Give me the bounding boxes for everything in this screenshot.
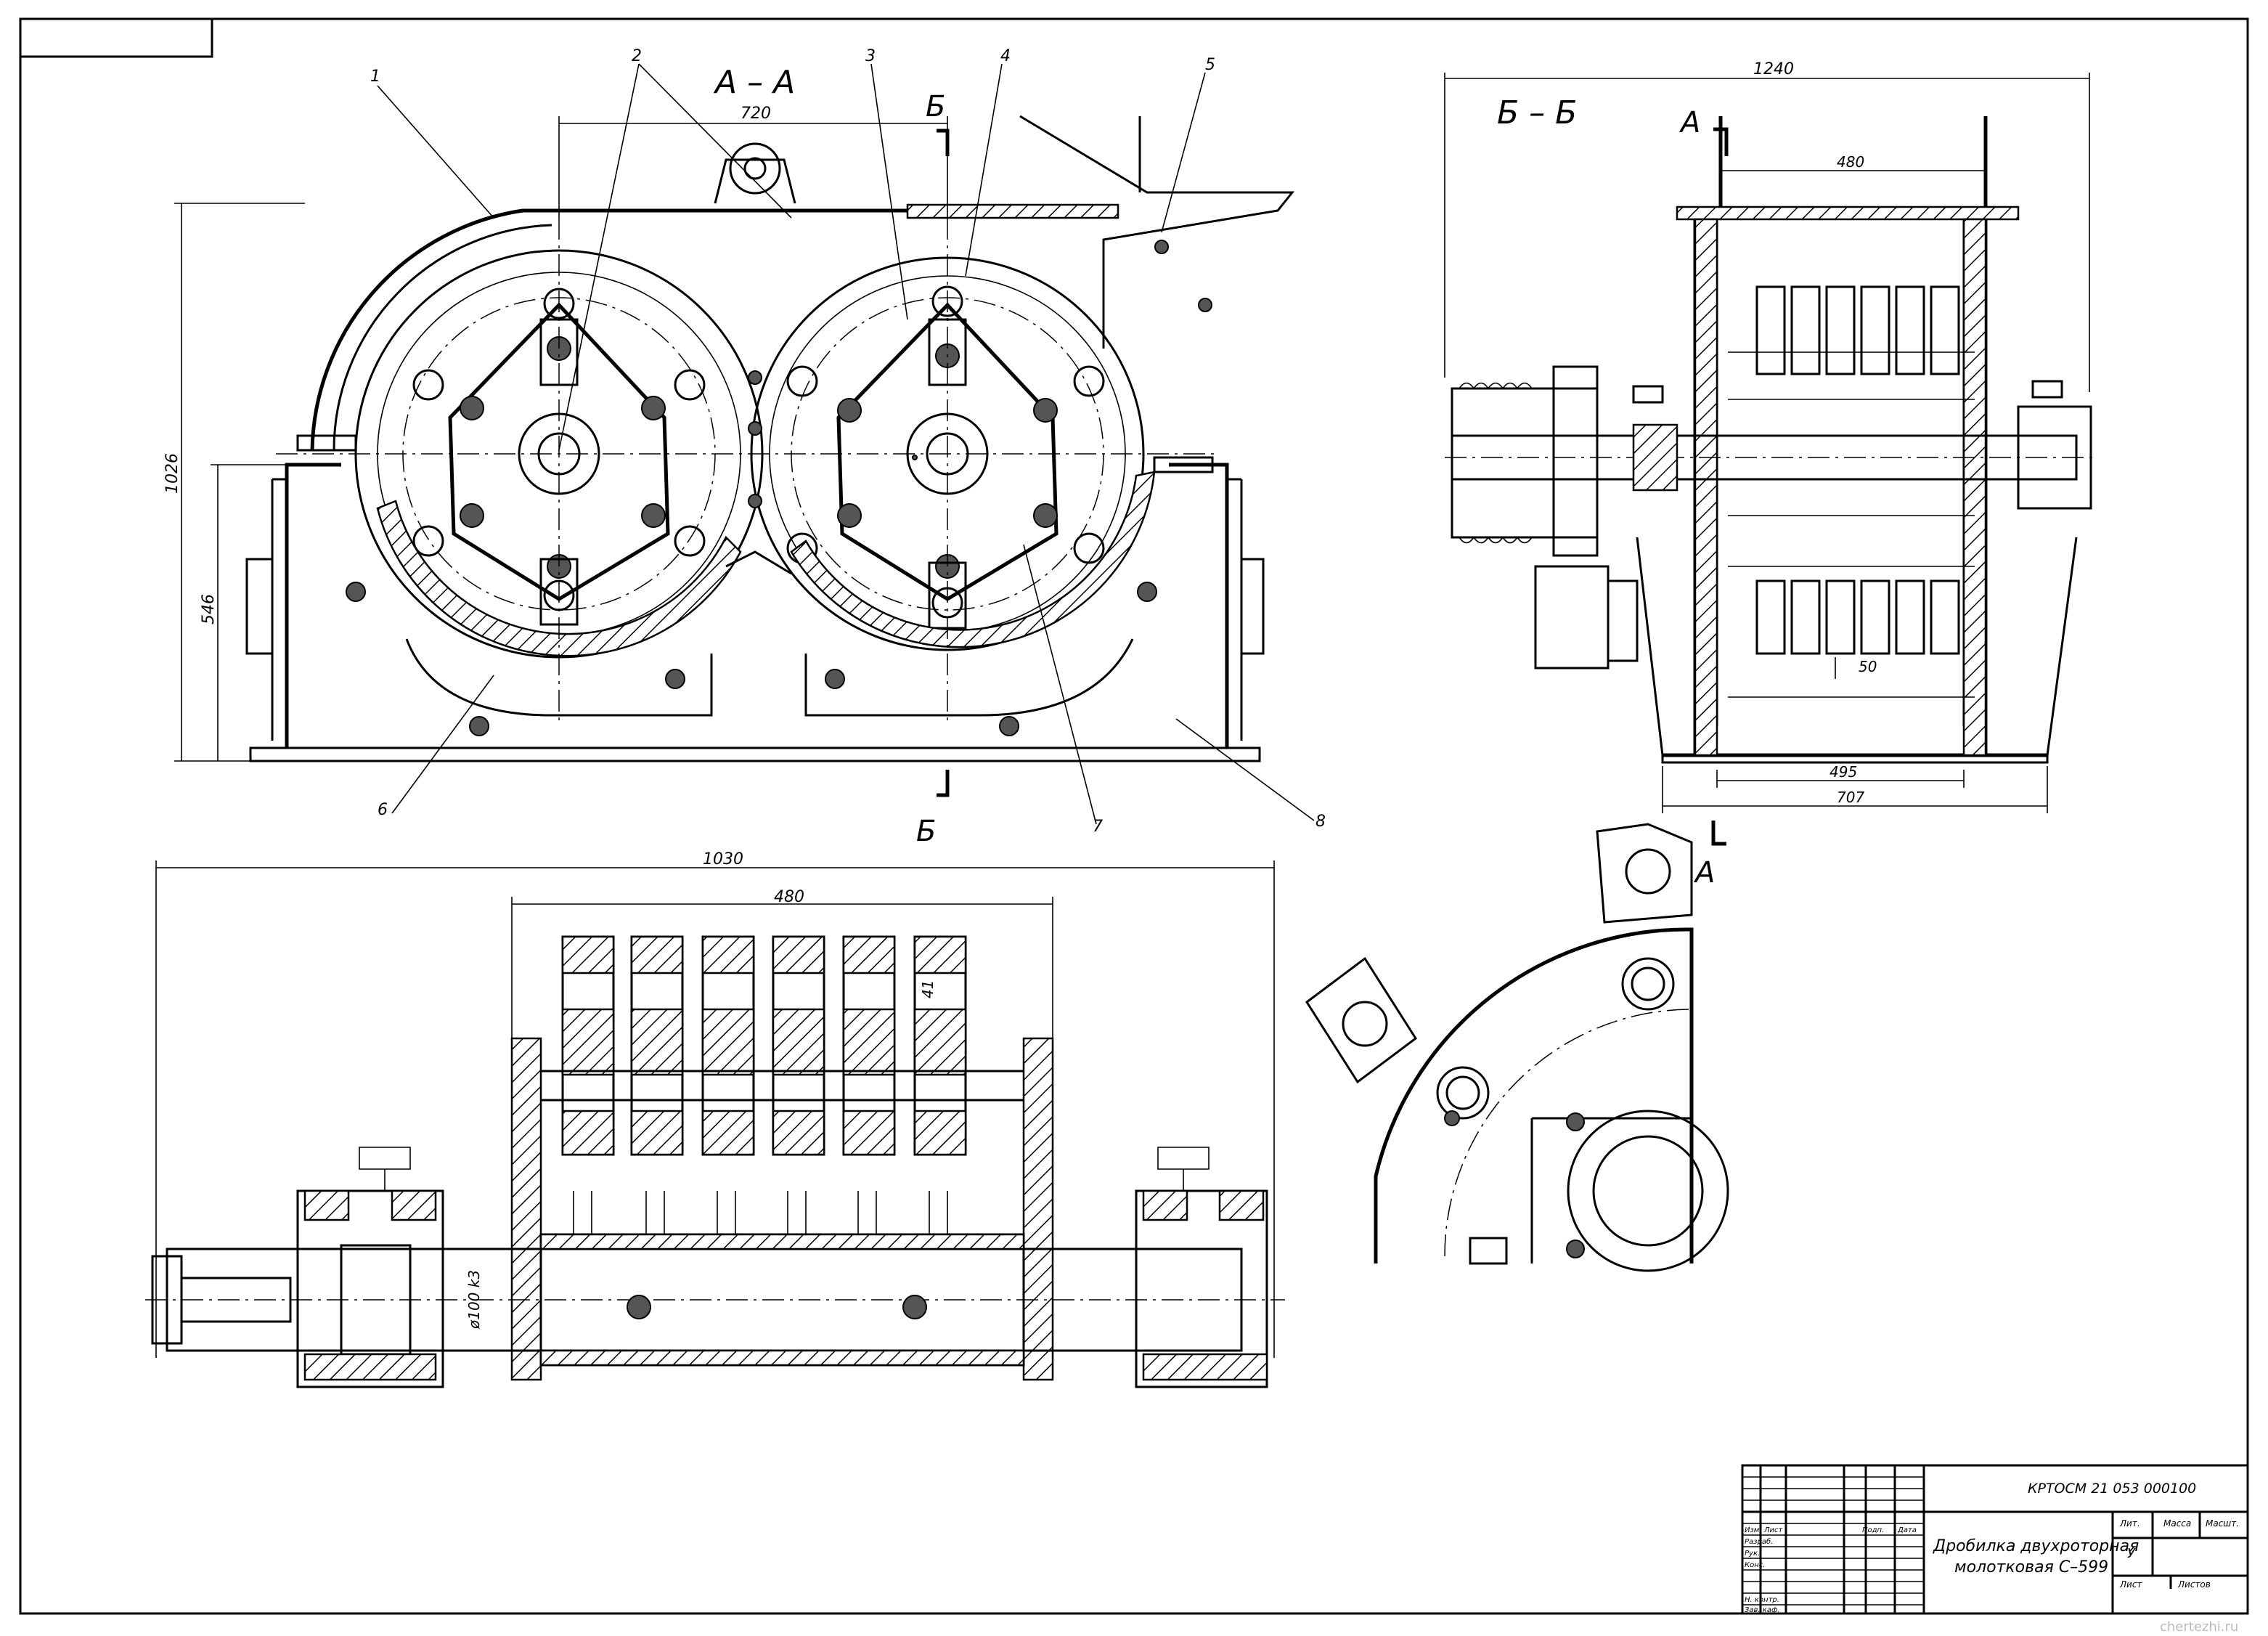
view-rotor-plan: 1030 480 (145, 850, 1285, 1388)
dim-480-top: 480 (1837, 153, 1864, 171)
lifting-eye (729, 142, 781, 195)
svg-text:Масса: Масса (2163, 1518, 2191, 1529)
svg-text:Дата: Дата (1897, 1526, 1917, 1534)
svg-text:Лист: Лист (1763, 1526, 1784, 1534)
svg-text:4: 4 (1000, 47, 1011, 65)
grate-left (376, 500, 742, 657)
handle-left (245, 558, 272, 655)
title-block: КРТОСМ 21 053 000100 Дробилка двухроторн… (1741, 1464, 2249, 1615)
view-section-bb: Б – Б 1240 А 480 (1444, 60, 2098, 813)
sheet-frame (19, 17, 2249, 1615)
svg-text:Изм.: Изм. (1745, 1526, 1762, 1534)
mark-a-bottom: А (1693, 856, 1715, 890)
title-line2: молотковая С–599 (1954, 1558, 2108, 1576)
upper-housing (310, 208, 1118, 451)
feed-hopper (1019, 115, 1295, 349)
housing-bolts (346, 240, 1212, 736)
handle-right (1241, 558, 1265, 655)
section-aa-label: А – А (713, 64, 795, 101)
dim-1030: 1030 (703, 850, 743, 868)
hammer-plates (561, 935, 967, 1156)
dim-1240: 1240 (1753, 60, 1794, 78)
svg-text:Лит.: Лит. (2119, 1518, 2140, 1529)
svg-text:6: 6 (378, 801, 388, 819)
title-line1: Дробилка двухроторная (1933, 1537, 2139, 1555)
dim-495: 495 (1830, 763, 1857, 781)
watermark: chertezhi.ru (2160, 1619, 2238, 1635)
svg-text:Рук.: Рук. (1745, 1550, 1760, 1558)
svg-text:Зав. каф.: Зав. каф. (1745, 1606, 1780, 1614)
dim-720: 720 (741, 105, 771, 123)
svg-text:Листов: Листов (2177, 1579, 2211, 1590)
dim-707: 707 (1837, 789, 1864, 806)
svg-text:Подп.: Подп. (1862, 1526, 1884, 1534)
doc-code: КРТОСМ 21 053 000100 (2028, 1481, 2196, 1497)
mark-b-top: Б (926, 90, 945, 123)
svg-text:Разраб.: Разраб. (1745, 1537, 1773, 1546)
svg-text:У: У (2127, 1546, 2136, 1561)
svg-text:Н. контр.: Н. контр. (1745, 1596, 1779, 1604)
base-plate (249, 746, 1261, 762)
svg-text:3: 3 (865, 47, 876, 65)
pulley-left (1451, 387, 1599, 539)
bearing-left (296, 1147, 444, 1388)
hammers-upper (1728, 285, 1975, 400)
mark-a-top: А (1678, 106, 1700, 139)
svg-text:Лист: Лист (2119, 1579, 2142, 1590)
svg-text:1: 1 (370, 68, 380, 86)
svg-text:7: 7 (1093, 818, 1103, 836)
hammers-lower (1728, 515, 1975, 698)
bearing-right (1135, 1147, 1268, 1388)
dim-41: 41 (919, 980, 937, 998)
dim-50: 50 (1859, 658, 1877, 675)
svg-text:5: 5 (1205, 56, 1215, 74)
svg-text:Масшт.: Масшт. (2206, 1518, 2239, 1529)
svg-text:2: 2 (632, 47, 642, 65)
dim-480-bottom: 480 (774, 888, 804, 906)
svg-text:8: 8 (1315, 813, 1326, 831)
callouts: 1 2 3 4 5 6 7 8 (370, 47, 1326, 836)
section-bb-label: Б – Б (1497, 94, 1577, 131)
dim-1026: 1026 (163, 453, 181, 494)
shaft-diameter: ø100 k3 (465, 1270, 483, 1330)
corner-stamp (19, 17, 213, 58)
view-section-aa: А – А (163, 47, 1326, 848)
mark-b-bottom: Б (916, 815, 936, 848)
svg-text:Конс.: Конс. (1745, 1561, 1765, 1569)
dim-546: 546 (200, 594, 218, 624)
view-a: А (1305, 821, 1729, 1272)
